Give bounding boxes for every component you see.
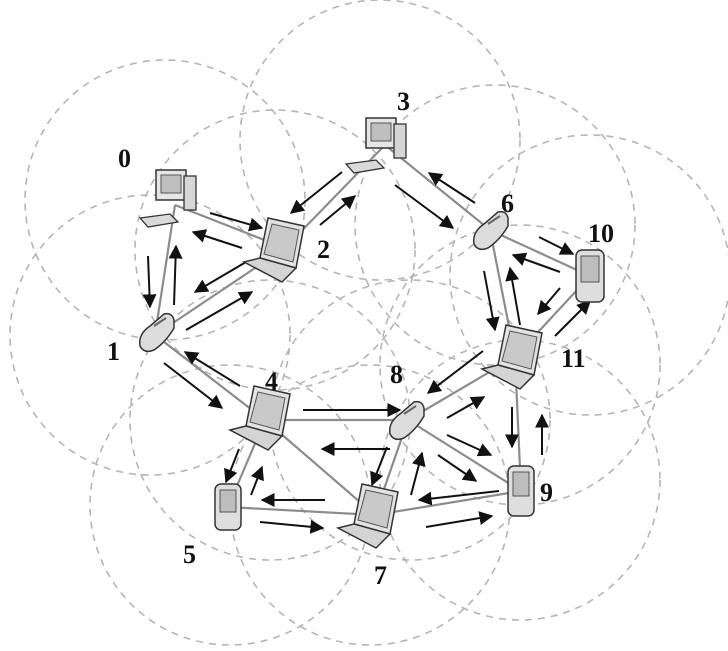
desktop-icon xyxy=(140,170,196,227)
arrow-10-11 xyxy=(538,288,560,314)
laptop-icon xyxy=(230,386,290,450)
arrow-4-1 xyxy=(185,352,240,386)
node-label-6: 6 xyxy=(501,189,514,218)
node-label-11: 11 xyxy=(561,344,586,373)
arrow-11-8 xyxy=(428,351,483,393)
arrow-3-6 xyxy=(395,185,453,228)
arrow-6-11 xyxy=(484,271,495,330)
arrow-6-10 xyxy=(539,237,573,254)
node-label-0: 0 xyxy=(118,144,131,173)
pda-icon xyxy=(215,484,241,530)
node-label-8: 8 xyxy=(390,360,403,389)
laptop-icon xyxy=(338,484,398,548)
link-8-9 xyxy=(408,420,521,491)
desktop-icon xyxy=(346,118,406,173)
arrow-8-11 xyxy=(447,397,484,418)
node-label-9: 9 xyxy=(540,478,553,507)
arrow-8-9 xyxy=(447,435,491,455)
range-circles xyxy=(10,0,728,645)
arrow-2-1 xyxy=(195,262,246,292)
pda-icon xyxy=(576,250,604,302)
arrow-5-4 xyxy=(251,467,262,495)
node-label-7: 7 xyxy=(374,561,387,590)
laptop-icon xyxy=(482,325,542,389)
arrow-3-2 xyxy=(291,172,342,213)
arrow-1-2 xyxy=(186,292,252,330)
arrow-2-0 xyxy=(193,232,242,248)
pda-icon xyxy=(508,466,534,516)
node-label-4: 4 xyxy=(265,367,278,396)
arrow-1-0-up xyxy=(174,246,176,305)
arrow-0-1-down xyxy=(148,256,150,307)
arrow-11-10 xyxy=(555,301,590,336)
node-label-10: 10 xyxy=(588,219,614,248)
arrow-4-5 xyxy=(226,449,239,482)
arrow-10-6 xyxy=(513,255,560,272)
node-label-5: 5 xyxy=(183,540,196,569)
arrow-8-7 xyxy=(372,447,387,485)
phone-icon xyxy=(390,402,424,440)
arrow-0-2 xyxy=(210,213,262,228)
node-label-2: 2 xyxy=(317,235,330,264)
arrow-7-9 xyxy=(426,516,492,527)
arrow-11-6 xyxy=(510,268,520,325)
laptop-icon xyxy=(244,218,304,282)
node-label-1: 1 xyxy=(107,337,120,366)
arrow-5-7 xyxy=(260,522,323,528)
arrow-2-3 xyxy=(320,196,355,225)
arrow-7-8 xyxy=(411,453,422,495)
node-label-3: 3 xyxy=(397,87,410,116)
